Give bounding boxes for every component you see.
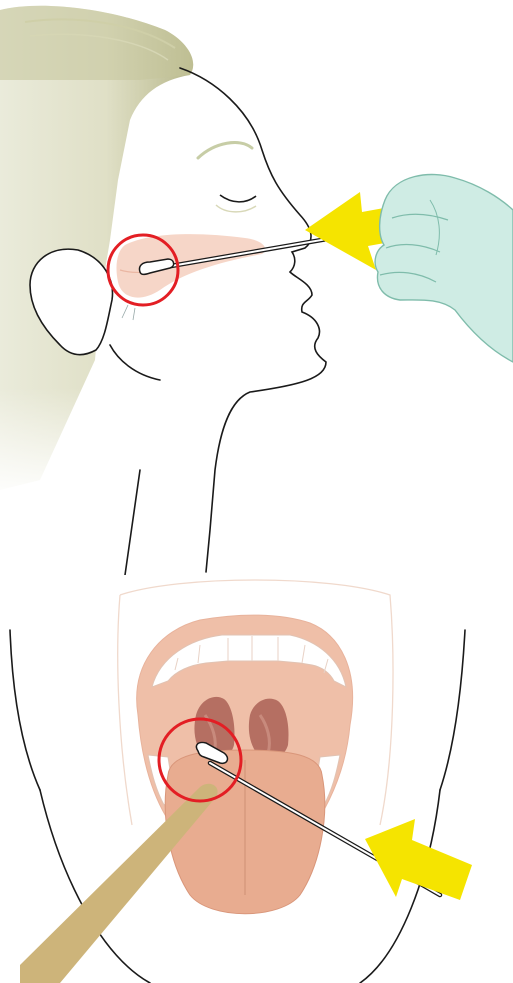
nasopharyngeal-illustration	[0, 0, 513, 575]
eyebrow	[198, 143, 252, 158]
open-mouth	[137, 615, 353, 914]
nasopharyngeal-swab-panel	[0, 0, 513, 575]
gloved-hand	[375, 174, 513, 362]
nasal-cavity	[116, 234, 265, 320]
closed-eye	[220, 195, 256, 202]
oropharyngeal-illustration	[0, 575, 513, 983]
oropharyngeal-swab-panel	[0, 575, 513, 983]
